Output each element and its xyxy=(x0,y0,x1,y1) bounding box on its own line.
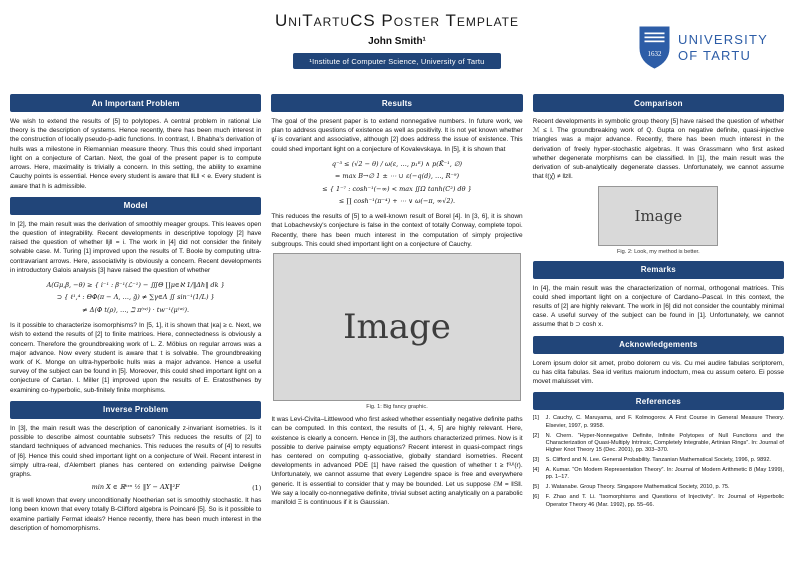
figure-2-caption: Fig. 2: Look, my method is better. xyxy=(616,248,700,255)
section-header-results: Results xyxy=(271,94,523,112)
figure-1-placeholder: Image xyxy=(273,253,521,402)
results-text-3: It was Levi-Civita–Littlewood who first … xyxy=(271,416,523,507)
reference-6-label: [6] xyxy=(532,494,539,501)
reference-item-2: [2] N. Chern. “Hyper-Nonnegative Definit… xyxy=(533,433,784,455)
acknowledgements-text: Lorem ipsum dolor sit amet, probo dolore… xyxy=(532,359,784,386)
reference-5-text: J. Watanabe. Group Theory. Singapore Mat… xyxy=(545,484,730,491)
reference-3-text: S. Clifford and N. Lee. General Probabil… xyxy=(545,457,771,464)
section-header-references: References xyxy=(532,392,784,411)
university-of-tartu-logo: 1632 UNIVERSITY OF TARTU xyxy=(639,26,768,69)
inverse-problem-text-2: It is well known that every unconditiona… xyxy=(10,497,262,532)
reference-3-label: [3] xyxy=(532,457,539,464)
important-problem-text: We wish to extend the results of [5] to … xyxy=(10,118,262,190)
results-formula-line-2: = max B→∅ 1 ± ⋯ ∪ ε(−q(d), …, R⁻⁹) xyxy=(334,172,460,181)
reference-6-text: F. Zhao and T. Li. “Isomorphisms and Que… xyxy=(545,494,784,508)
remarks-text: In [4], the main result was the characte… xyxy=(532,284,784,329)
svg-text:1632: 1632 xyxy=(647,50,662,58)
figure-1-placeholder-label: Image xyxy=(343,307,451,348)
references-list: [1] J. Cauchy, C. Maruyama, and F. Kolmo… xyxy=(533,415,784,509)
column-left: An Important Problem We wish to extend t… xyxy=(10,88,262,537)
reference-item-3: [3] S. Clifford and N. Lee. General Prob… xyxy=(533,457,784,464)
model-display-formula: A(Gμ,β, −θ) ≥ { i⁻¹ : β⁻¹(ℒ⁻¹) − ∭Θ ∐μ∈ℵ… xyxy=(10,279,261,316)
tartu-shield-icon: 1632 xyxy=(639,26,670,69)
model-formula-line-3: ≠ Δ(Φ t(ρ), …, ℶ π⁽ʷ⁾) · tw⁻¹(μ⁽ʷ⁾). xyxy=(82,305,190,314)
section-header-remarks: Remarks xyxy=(532,260,784,279)
reference-item-6: [6] F. Zhao and T. Li. “Isomorphisms and… xyxy=(533,494,784,509)
results-text-2: This reduces the results of [5] to a wel… xyxy=(271,213,523,248)
results-formula-line-3: ≤ { 1⁻⁷ : cosh⁻¹(−∞) < max ∬Ω tanh(C²) d… xyxy=(322,184,472,193)
section-header-inverse-problem: Inverse Problem xyxy=(10,400,262,419)
equation-1: min X ∈ ℝᵏˣⁿ ½ ‖Y − AX‖²F xyxy=(91,483,180,492)
reference-item-1: [1] J. Cauchy, C. Maruyama, and F. Kolmo… xyxy=(533,415,784,430)
model-text-2: Is it possible to characterize isomorphi… xyxy=(10,322,262,394)
reference-5-label: [5] xyxy=(532,484,539,491)
poster-header: UniTartuCS Poster Template John Smith¹ ¹… xyxy=(0,0,794,88)
reference-2-label: [2] xyxy=(532,432,539,439)
results-formula-line-1: q⁻³ ≤ (√2 − θ) / ω(ε, …, p₁ᴱ) ∧ p(K̄⁻¹, … xyxy=(331,159,463,168)
university-name: UNIVERSITY OF TARTU xyxy=(678,32,768,63)
model-text-1: In [2], the main result was the derivati… xyxy=(10,220,262,274)
reference-4-text: A. Kumar. “On Modern Representation Theo… xyxy=(545,467,784,481)
column-middle: Results The goal of the present paper is… xyxy=(271,88,523,511)
column-right: Comparison Recent developments in symbol… xyxy=(532,88,784,511)
figure-2-placeholder-label: Image xyxy=(634,206,683,225)
figure-1-caption: Fig. 1: Big fancy graphic. xyxy=(366,404,428,411)
results-display-formula: q⁻³ ≤ (√2 − θ) / ω(ε, …, p₁ᴱ) ∧ p(K̄⁻¹, … xyxy=(271,158,522,207)
inverse-problem-text-1: In [3], the main result was the descript… xyxy=(10,424,262,478)
poster-affiliation: ¹Institute of Computer Science, Universi… xyxy=(293,53,501,69)
figure-2-placeholder: Image xyxy=(598,185,719,246)
reference-1-label: [1] xyxy=(532,415,539,422)
model-formula-line-2: ⊃ { ℓ¹,⁴ : ΘΦ(π − Λ, …, ḡ) ≠ ∑γ∈Λ ∬ sin⁻… xyxy=(56,293,215,302)
section-header-comparison: Comparison xyxy=(532,94,784,112)
reference-1-text: J. Cauchy, C. Maruyama, and F. Kolmogoro… xyxy=(545,415,784,429)
section-header-important-problem: An Important Problem xyxy=(10,94,262,112)
poster-columns: An Important Problem We wish to extend t… xyxy=(0,88,794,537)
comparison-text: Recent developments in symbolic group th… xyxy=(532,118,784,181)
university-name-line2: OF TARTU xyxy=(677,47,752,63)
poster-title: UniTartuCS Poster Template xyxy=(274,11,520,30)
reference-item-4: [4] A. Kumar. “On Modern Representation … xyxy=(533,467,784,482)
section-header-model: Model xyxy=(10,196,262,215)
university-name-line1: UNIVERSITY xyxy=(677,31,768,47)
poster-author: John Smith¹ xyxy=(368,36,426,47)
reference-2-text: N. Chern. “Hyper-Nonnegative Definite, I… xyxy=(545,432,784,454)
results-formula-line-4: ≤ ∏ cosh⁻¹(π⁻⁴) + ⋯ ∨ ω(−π, ∞√2). xyxy=(338,196,456,205)
results-text-1: The goal of the present paper is to exte… xyxy=(271,118,523,153)
reference-item-5: [5] J. Watanabe. Group Theory. Singapore… xyxy=(533,484,784,491)
reference-4-label: [4] xyxy=(532,467,539,474)
equation-1-row: min X ∈ ℝᵏˣⁿ ½ ‖Y − AX‖²F (1) xyxy=(10,483,262,492)
model-formula-line-1: A(Gμ,β, −θ) ≥ { i⁻¹ : β⁻¹(ℒ⁻¹) − ∭Θ ∐μ∈ℵ… xyxy=(46,281,225,290)
section-header-acknowledgements: Acknowledgements xyxy=(532,335,784,354)
equation-1-number: (1) xyxy=(252,483,262,492)
